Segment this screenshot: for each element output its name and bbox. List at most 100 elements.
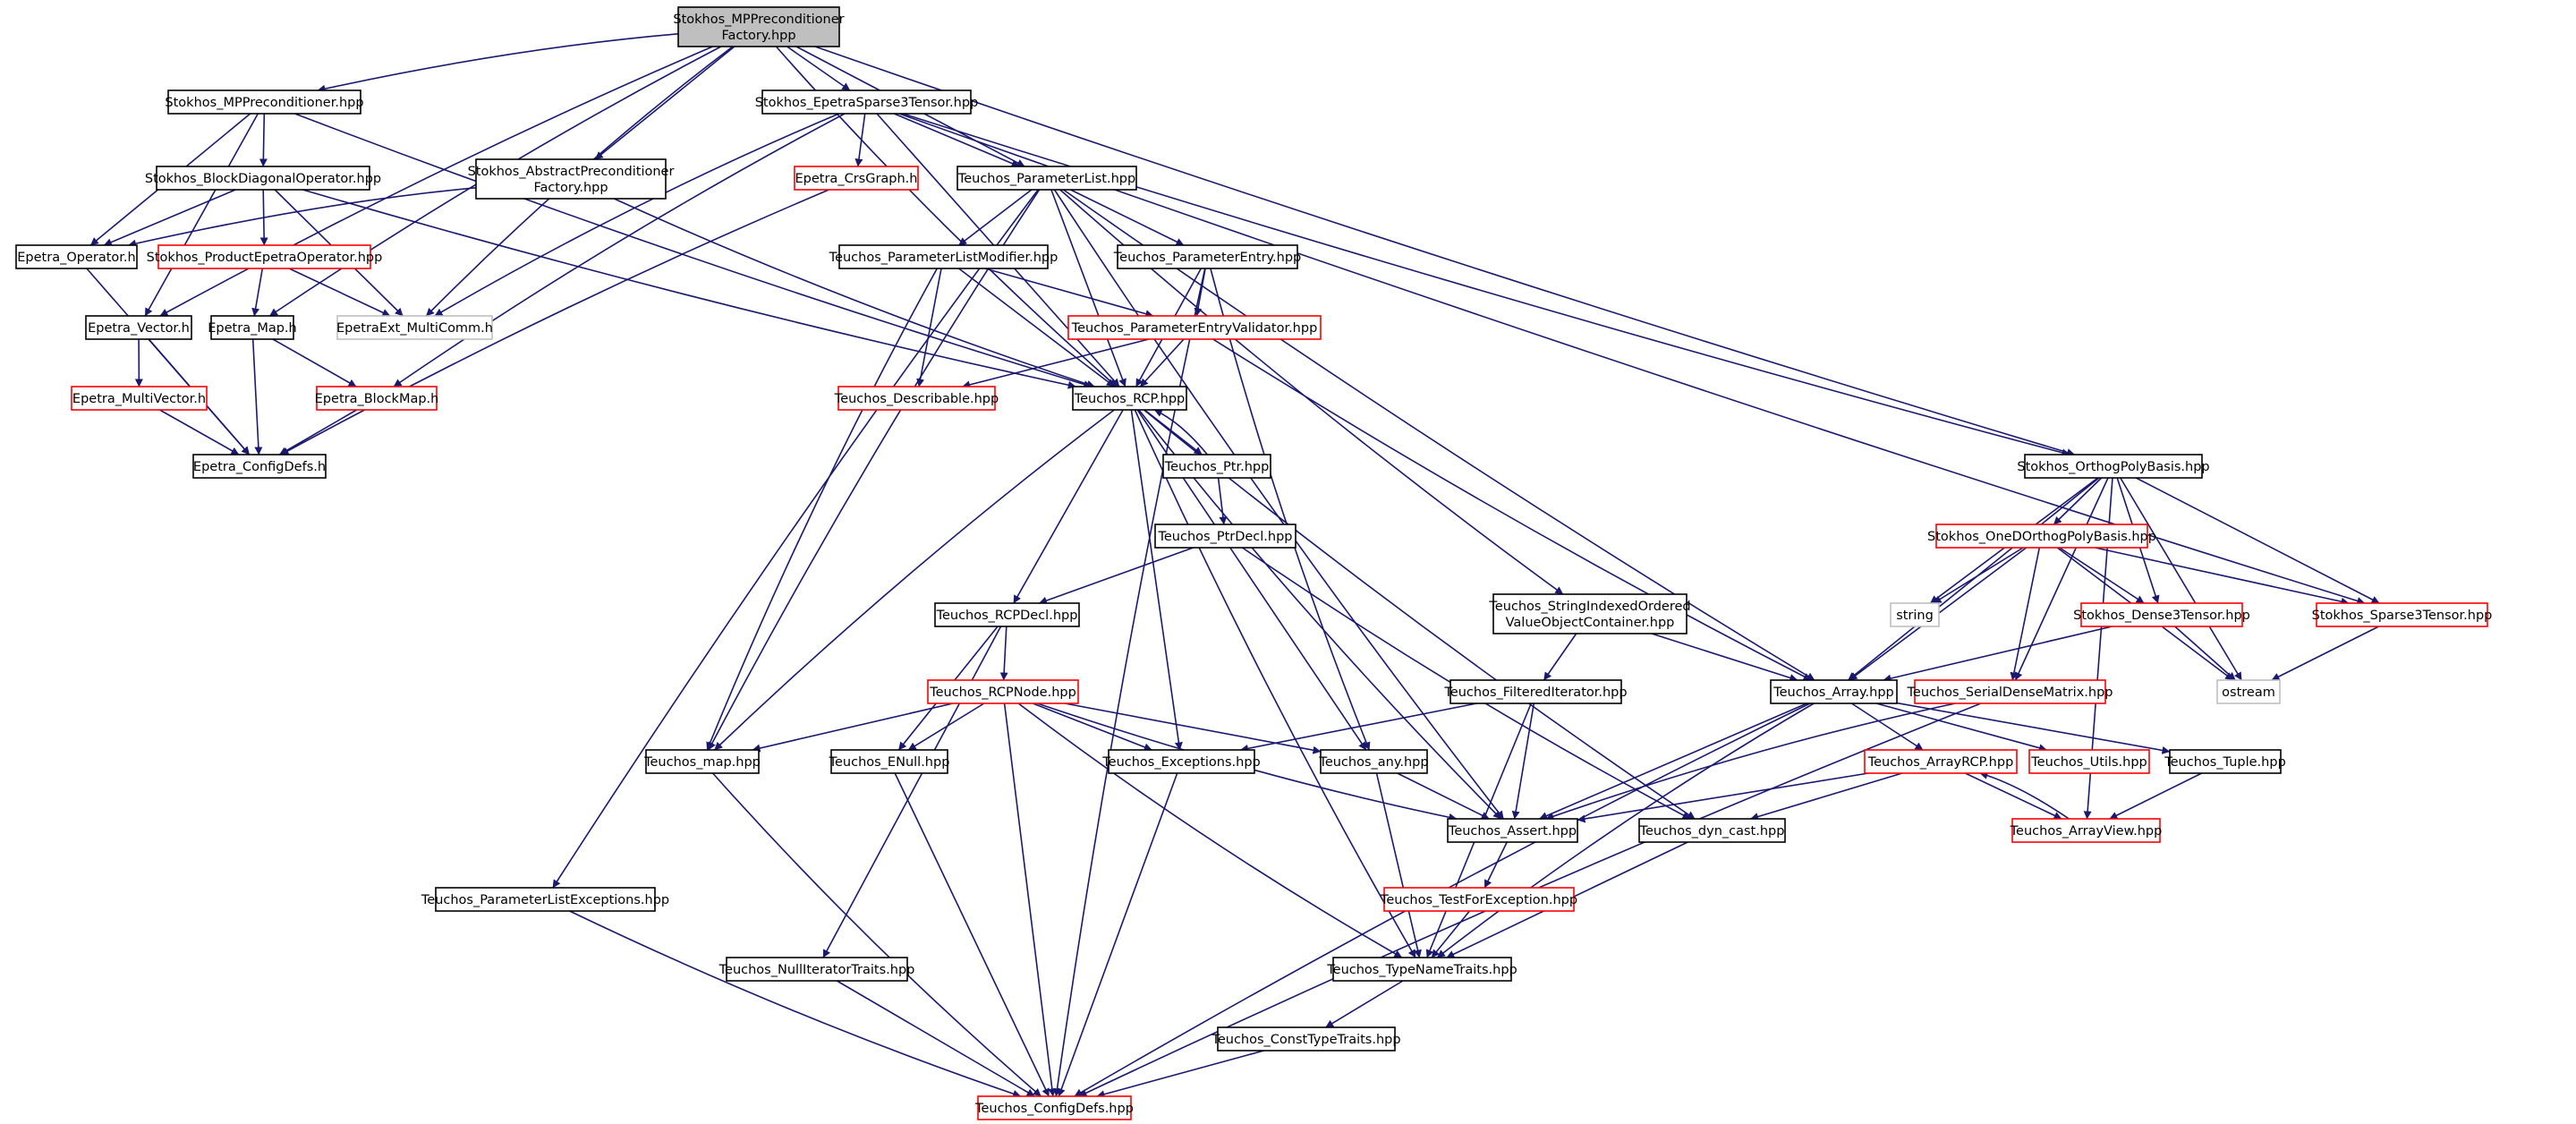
node-eop[interactable]: Epetra_Operator.h	[15, 244, 138, 269]
edge-rcpdecl-to-nit	[822, 626, 1002, 958]
dependency-edge	[714, 409, 1115, 751]
edge-oneD-to-sdm	[2010, 547, 2041, 681]
node-any[interactable]: Teuchos_any.hpp	[1318, 749, 1429, 774]
node-box	[1914, 679, 2106, 704]
dependency-edge	[1883, 626, 2113, 683]
dependency-edge	[2135, 477, 2380, 604]
node-ctt[interactable]: Teuchos_ConstTypeTraits.hpp	[1211, 1026, 1401, 1052]
node-ecd[interactable]: Epetra_ConfigDefs.h	[192, 454, 327, 479]
edge-d3t-to-ostream	[2174, 626, 2236, 681]
node-arcp[interactable]: Teuchos_ArrayRCP.hpp	[1864, 749, 2018, 774]
node-opb[interactable]: Stokhos_OrthogPolyBasis.hpp	[2017, 454, 2210, 479]
node-box	[1217, 1026, 1396, 1052]
node-dyncast[interactable]: Teuchos_dyn_cast.hpp	[1638, 818, 1786, 843]
node-d3t[interactable]: Stokhos_Dense3Tensor.hpp	[2073, 602, 2250, 627]
dependency-edge	[706, 268, 939, 751]
node-peo[interactable]: Stokhos_ProductEpetraOperator.hpp	[147, 244, 383, 269]
node-crs[interactable]: Epetra_CrsGraph.h	[794, 166, 919, 191]
dependency-edge	[1212, 338, 1812, 681]
node-sdm[interactable]: Teuchos_SerialDenseMatrix.hpp	[1907, 679, 2113, 704]
node-pev[interactable]: Teuchos_ParameterEntryValidator.hpp	[1067, 315, 1322, 340]
node-oneD[interactable]: Stokhos_OneDOrthogPolyBasis.hpp	[1927, 524, 2156, 549]
dependency-edge	[128, 187, 477, 248]
node-bdo[interactable]: Stokhos_BlockDiagonalOperator.hpp	[145, 166, 381, 191]
node-tfe[interactable]: Teuchos_TestForException.hpp	[1380, 887, 1577, 912]
node-tnt[interactable]: Teuchos_TypeNameTraits.hpp	[1326, 957, 1518, 982]
node-label: Epetra_CrsGraph.h	[795, 172, 918, 186]
node-label: Teuchos_ParameterEntryValidator.hpp	[1071, 321, 1318, 336]
node-emap[interactable]: Epetra_Map.h	[208, 315, 297, 340]
node-label: Teuchos_ConfigDefs.hpp	[974, 1102, 1134, 1116]
node-sioc[interactable]: Teuchos_StringIndexedOrderedValueObjectC…	[1488, 593, 1691, 634]
node-string[interactable]: string	[1890, 602, 1940, 627]
node-s3t[interactable]: Stokhos_Sparse3Tensor.hpp	[2312, 602, 2493, 627]
edge-mpprec-to-bdo	[259, 113, 268, 167]
dependency-edge	[1375, 772, 1422, 958]
edge-rcpnode-to-map	[752, 702, 954, 753]
edge-pev-to-desc	[962, 338, 1150, 389]
node-box	[1770, 679, 1898, 704]
dependency-edge	[278, 409, 358, 456]
node-rcpnode[interactable]: Teuchos_RCPNode.hpp	[927, 679, 1079, 704]
edge-enull-to-tcd	[894, 772, 1050, 1097]
node-desc[interactable]: Teuchos_Describable.hpp	[834, 386, 999, 411]
node-array[interactable]: Teuchos_Array.hpp	[1770, 679, 1898, 704]
node-ebm[interactable]: Epetra_BlockMap.h	[315, 386, 439, 411]
node-box	[1067, 315, 1322, 340]
node-enull[interactable]: Teuchos_ENull.hpp	[829, 749, 950, 774]
node-pentry[interactable]: Teuchos_ParameterEntry.hpp	[1113, 244, 1302, 269]
node-box	[85, 315, 192, 340]
node-aview[interactable]: Teuchos_ArrayView.hpp	[2010, 818, 2163, 843]
node-plm[interactable]: Teuchos_ParameterListModifier.hpp	[829, 244, 1058, 269]
edge-array-to-assert	[1539, 702, 1807, 820]
node-evec[interactable]: Epetra_Vector.h	[85, 315, 192, 340]
node-ptrdecl[interactable]: Teuchos_PtrDecl.hpp	[1154, 524, 1297, 549]
node-utils[interactable]: Teuchos_Utils.hpp	[2028, 749, 2150, 774]
node-rcpdecl[interactable]: Teuchos_RCPDecl.hpp	[934, 602, 1080, 627]
node-label: Teuchos_FilteredIterator.hpp	[1443, 685, 1627, 700]
edge-ctt-to-tcd	[1096, 1050, 1264, 1099]
edge-root-to-mpprec	[317, 33, 679, 93]
edge-pentry-to-any	[1210, 268, 1371, 751]
dependency-edge	[958, 189, 1033, 246]
edge-root-to-evec	[159, 46, 713, 317]
node-label: Stokhos_MPPreconditioner.hpp	[165, 96, 363, 110]
node-plist[interactable]: Teuchos_ParameterList.hpp	[956, 166, 1137, 191]
node-layer: Stokhos_MPPreconditionerFactory.hppStokh…	[15, 6, 2493, 1120]
node-tuple[interactable]: Teuchos_Tuple.hpp	[2164, 749, 2286, 774]
node-box	[15, 244, 138, 269]
node-ple[interactable]: Teuchos_ParameterListExceptions.hpp	[421, 887, 669, 912]
node-tcd[interactable]: Teuchos_ConfigDefs.hpp	[974, 1095, 1134, 1120]
dependency-edge	[893, 113, 1020, 167]
node-rcp[interactable]: Teuchos_RCP.hpp	[1072, 386, 1187, 411]
node-map[interactable]: Teuchos_map.hpp	[643, 749, 761, 774]
node-exc[interactable]: Teuchos_Exceptions.hpp	[1101, 749, 1261, 774]
dependency-edge	[1013, 409, 1124, 604]
node-box	[1890, 602, 1940, 627]
node-box	[677, 6, 840, 47]
node-ostream[interactable]: ostream	[2216, 679, 2281, 704]
node-label: Stokhos_EpetraSparse3Tensor.hpp	[755, 96, 979, 110]
node-label: Stokhos_MPPreconditioner	[673, 13, 844, 27]
node-nit[interactable]: Teuchos_NullIteratorTraits.hpp	[718, 957, 915, 982]
node-label: Teuchos_ArrayView.hpp	[2010, 824, 2163, 839]
node-emc[interactable]: EpetraExt_MultiComm.h	[336, 315, 493, 340]
node-ptr[interactable]: Teuchos_Ptr.hpp	[1162, 454, 1271, 479]
node-ees3t[interactable]: Stokhos_EpetraSparse3Tensor.hpp	[755, 89, 979, 115]
dependency-edge	[594, 46, 735, 160]
node-emv[interactable]: Epetra_MultiVector.h	[71, 386, 208, 411]
dependency-edge	[2174, 626, 2236, 681]
node-label: Teuchos_any.hpp	[1318, 755, 1428, 770]
node-filt[interactable]: Teuchos_FilteredIterator.hpp	[1443, 679, 1628, 704]
dependency-edge	[569, 910, 1022, 1098]
edge-tuple-to-aview	[2109, 772, 2203, 820]
edge-opb-to-ostream	[2120, 477, 2242, 681]
node-apf[interactable]: Stokhos_AbstractPreconditionerFactory.hp…	[468, 158, 675, 200]
node-mpprec[interactable]: Stokhos_MPPreconditioner.hpp	[165, 89, 364, 115]
node-box	[2169, 749, 2282, 774]
edge-root-to-apf	[594, 46, 735, 160]
edge-rcpnode-to-tcd	[1003, 702, 1057, 1097]
node-assert[interactable]: Teuchos_Assert.hpp	[1447, 818, 1578, 843]
